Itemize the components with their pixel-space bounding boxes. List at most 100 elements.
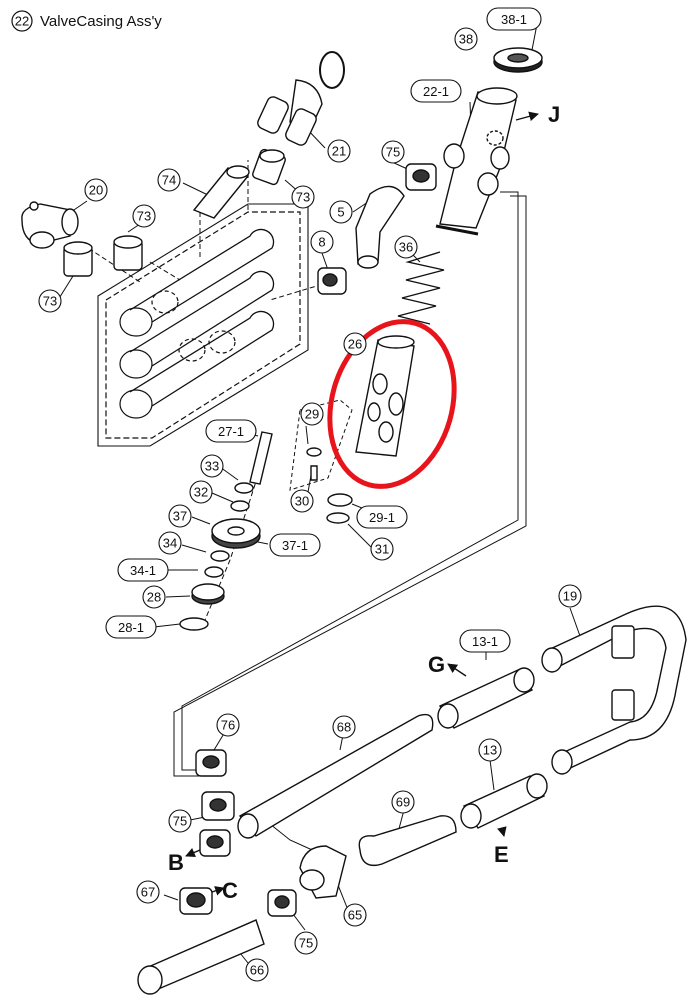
part-74-sleeve-drawing (192, 165, 250, 219)
svg-text:69: 69 (396, 795, 410, 810)
part-38-cap-drawing (493, 47, 543, 73)
svg-text:31: 31 (375, 542, 389, 557)
callout-28-1[interactable]: 28-1 (105, 615, 157, 639)
callout-22-1[interactable]: 22-1 (410, 79, 462, 103)
svg-text:13: 13 (483, 743, 497, 758)
callout-34[interactable]: 34 (158, 531, 182, 555)
svg-text:37: 37 (173, 509, 187, 524)
svg-text:65: 65 (348, 908, 362, 923)
callout-29-1[interactable]: 29-1 (356, 505, 408, 529)
svg-text:74: 74 (162, 173, 176, 188)
callout-13-1[interactable]: 13-1 (459, 629, 511, 653)
callout-28[interactable]: 28 (142, 585, 166, 609)
small-washers-drawing (230, 447, 353, 524)
svg-text:76: 76 (221, 718, 235, 733)
svg-text:67: 67 (141, 885, 155, 900)
svg-text:28: 28 (147, 590, 161, 605)
lower-bushings-drawing (179, 749, 297, 917)
callout-76[interactable]: 76 (216, 713, 240, 737)
svg-text:20: 20 (89, 183, 103, 198)
manifold-cylinders (119, 228, 275, 419)
callout-33[interactable]: 33 (200, 454, 224, 478)
part-5-hose-drawing (355, 185, 405, 269)
part-65-hose-drawing (299, 845, 347, 899)
callout-31[interactable]: 31 (370, 537, 394, 561)
svg-text:34-1: 34-1 (130, 563, 156, 578)
svg-text:38-1: 38-1 (501, 12, 527, 27)
part-26-spool-drawing (355, 335, 415, 457)
callout-73-b[interactable]: 73 (132, 204, 156, 228)
part-36-spring-drawing (397, 251, 445, 325)
highlight-oval (327, 319, 457, 489)
callout-36[interactable]: 36 (394, 235, 418, 259)
callout-8[interactable]: 8 (310, 230, 334, 254)
callout-30[interactable]: 30 (290, 489, 314, 513)
connector-c: C (222, 878, 238, 903)
callout-5[interactable]: 5 (329, 200, 353, 224)
callout-75-b[interactable]: 75 (168, 809, 192, 833)
diagram-header: 22 ValveCasing Ass'y (11, 10, 162, 32)
callout-26[interactable]: 26 (343, 332, 367, 356)
callout-75-c[interactable]: 75 (294, 931, 318, 955)
connector-arrows (185, 111, 539, 896)
callout-37[interactable]: 37 (168, 504, 192, 528)
part-69-hose-drawing (358, 815, 457, 867)
part-19-u-pipe-drawing (541, 605, 687, 775)
svg-text:75: 75 (173, 814, 187, 829)
svg-text:32: 32 (194, 485, 208, 500)
svg-text:73: 73 (296, 190, 310, 205)
callout-29[interactable]: 29 (300, 402, 324, 426)
connector-b: B (168, 850, 184, 875)
callout-73-c[interactable]: 73 (38, 289, 62, 313)
callout-13[interactable]: 13 (478, 738, 502, 762)
svg-text:75: 75 (386, 145, 400, 160)
part-20-elbow-drawing (21, 201, 79, 249)
svg-text:34: 34 (163, 536, 177, 551)
part-27-1-pin-drawing (249, 431, 273, 485)
callout-65[interactable]: 65 (343, 903, 367, 927)
section-number-circle (11, 10, 33, 32)
connector-j: J (548, 102, 560, 127)
svg-text:26: 26 (348, 337, 362, 352)
callout-66[interactable]: 66 (245, 958, 269, 982)
svg-text:22-1: 22-1 (423, 84, 449, 99)
callout-19[interactable]: 19 (558, 584, 582, 608)
svg-text:37-1: 37-1 (282, 538, 308, 553)
callout-20[interactable]: 20 (84, 178, 108, 202)
callout-73-a[interactable]: 73 (291, 185, 315, 209)
svg-text:8: 8 (318, 235, 325, 250)
svg-text:27-1: 27-1 (218, 424, 244, 439)
part-73-bushings-drawing (63, 148, 286, 277)
part-8-bushing-drawing (317, 267, 347, 295)
part-13-sleeve-drawing (460, 773, 548, 829)
part-22-1-valve-casing-drawing (435, 87, 518, 236)
svg-text:19: 19 (563, 589, 577, 604)
callout-27-1[interactable]: 27-1 (205, 419, 257, 443)
callout-37-1[interactable]: 37-1 (269, 533, 321, 557)
part-21-elbow-drawing (257, 51, 345, 146)
part-68-hose-drawing (237, 713, 434, 839)
callout-75-a[interactable]: 75 (381, 140, 405, 164)
section-number: 22 (15, 14, 29, 29)
callout-38[interactable]: 38 (454, 27, 478, 51)
part-callouts: 38-1 38 22-1 21 74 73 20 73 73 75 5 8 36… (38, 7, 582, 982)
part-66-pipe-drawing (137, 919, 265, 995)
callout-21[interactable]: 21 (327, 139, 351, 163)
callout-34-1[interactable]: 34-1 (117, 558, 169, 582)
callout-67[interactable]: 67 (136, 880, 160, 904)
parts-artwork (21, 47, 687, 995)
connector-e: E (494, 842, 509, 867)
callout-74[interactable]: 74 (157, 168, 181, 192)
callout-32[interactable]: 32 (189, 480, 213, 504)
part-13-1-sleeve-drawing (437, 667, 535, 729)
svg-text:29-1: 29-1 (369, 510, 395, 525)
connector-letters: J G E B C (168, 102, 560, 903)
svg-text:38: 38 (459, 32, 473, 47)
callout-69[interactable]: 69 (391, 790, 415, 814)
svg-text:30: 30 (295, 494, 309, 509)
callout-68[interactable]: 68 (332, 715, 356, 739)
svg-text:73: 73 (43, 294, 57, 309)
part-37-gear-drawing (211, 518, 261, 549)
callout-38-1[interactable]: 38-1 (486, 7, 542, 31)
diagram-title: ValveCasing Ass'y (40, 13, 162, 30)
